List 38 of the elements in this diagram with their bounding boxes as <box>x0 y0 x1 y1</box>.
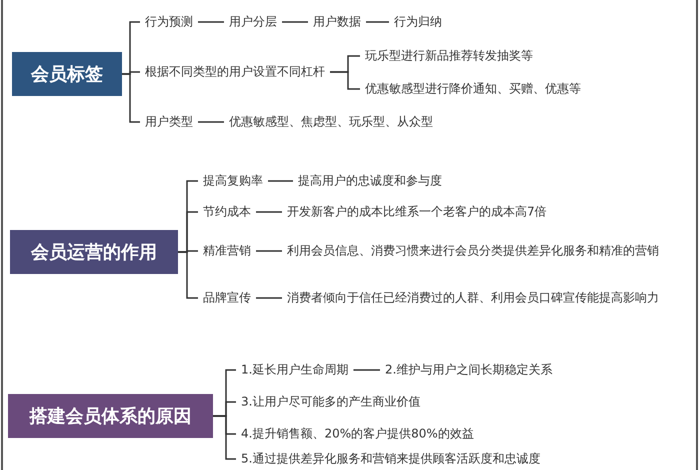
connector-line <box>353 369 380 371</box>
branch-text: 玩乐型进行新品推荐转发抽奖等 <box>360 48 538 64</box>
branch-text: 消费者倾向于信任已经消费过的人群、利用会员口碑宣传能提高影响力 <box>282 290 672 306</box>
branch-text: 开发新客户的成本比维系一个老客户的成本高7倍 <box>282 204 552 220</box>
connector-line <box>330 71 360 90</box>
connector-line <box>256 211 282 213</box>
branch-text: 1.延长用户生命周期 <box>236 362 354 378</box>
branch-text: 5.通过提供差异化服务和营销来提供顾客活跃度和忠诚度 <box>236 450 546 468</box>
branch-text: 行为预测 <box>140 14 198 30</box>
branch-text: 用户分层 <box>224 14 282 30</box>
branch-text: 优惠敏感型进行降价通知、买赠、优惠等 <box>360 80 586 98</box>
branch-text: 3.让用户尽可能多的产生商业价值 <box>236 394 426 410</box>
branch-text: 用户类型 <box>140 114 198 130</box>
topic-box: 会员标签 <box>12 52 122 96</box>
branch-text: 提高复购率 <box>198 172 268 190</box>
branch-text: 行为归纳 <box>389 14 447 30</box>
branch-text: 优惠敏感型、焦虑型、玩乐型、从众型 <box>224 114 438 130</box>
connector-line <box>268 180 293 182</box>
branch-text: 2.维护与用户之间长期稳定关系 <box>380 362 558 378</box>
connector-line <box>198 121 224 123</box>
branch-text: 利用会员信息、消费习惯来进行会员分类提供差异化服务和精准的营销 <box>282 242 672 260</box>
connector-line <box>366 21 389 23</box>
branch-text: 提高用户的忠诚度和参与度 <box>293 172 447 190</box>
branch-text: 根据不同类型的用户设置不同杠杆 <box>140 64 330 80</box>
connector-line <box>122 73 140 123</box>
branch-text: 精准营销 <box>198 242 256 260</box>
branch-text: 品牌宣传 <box>198 290 256 306</box>
connector-line <box>256 250 282 252</box>
topic-box: 会员运营的作用 <box>10 230 178 274</box>
branch-text: 4.提升销售额、20%的客户提供80%的效益 <box>236 426 479 442</box>
connector-line <box>178 251 198 299</box>
connector-line <box>256 297 282 299</box>
branch-text: 节约成本 <box>198 204 256 220</box>
topic-box: 搭建会员体系的原因 <box>8 394 213 438</box>
connector-line <box>213 415 236 460</box>
branch-text: 用户数据 <box>308 14 366 30</box>
connector-line <box>282 21 308 23</box>
connector-line <box>198 21 224 23</box>
